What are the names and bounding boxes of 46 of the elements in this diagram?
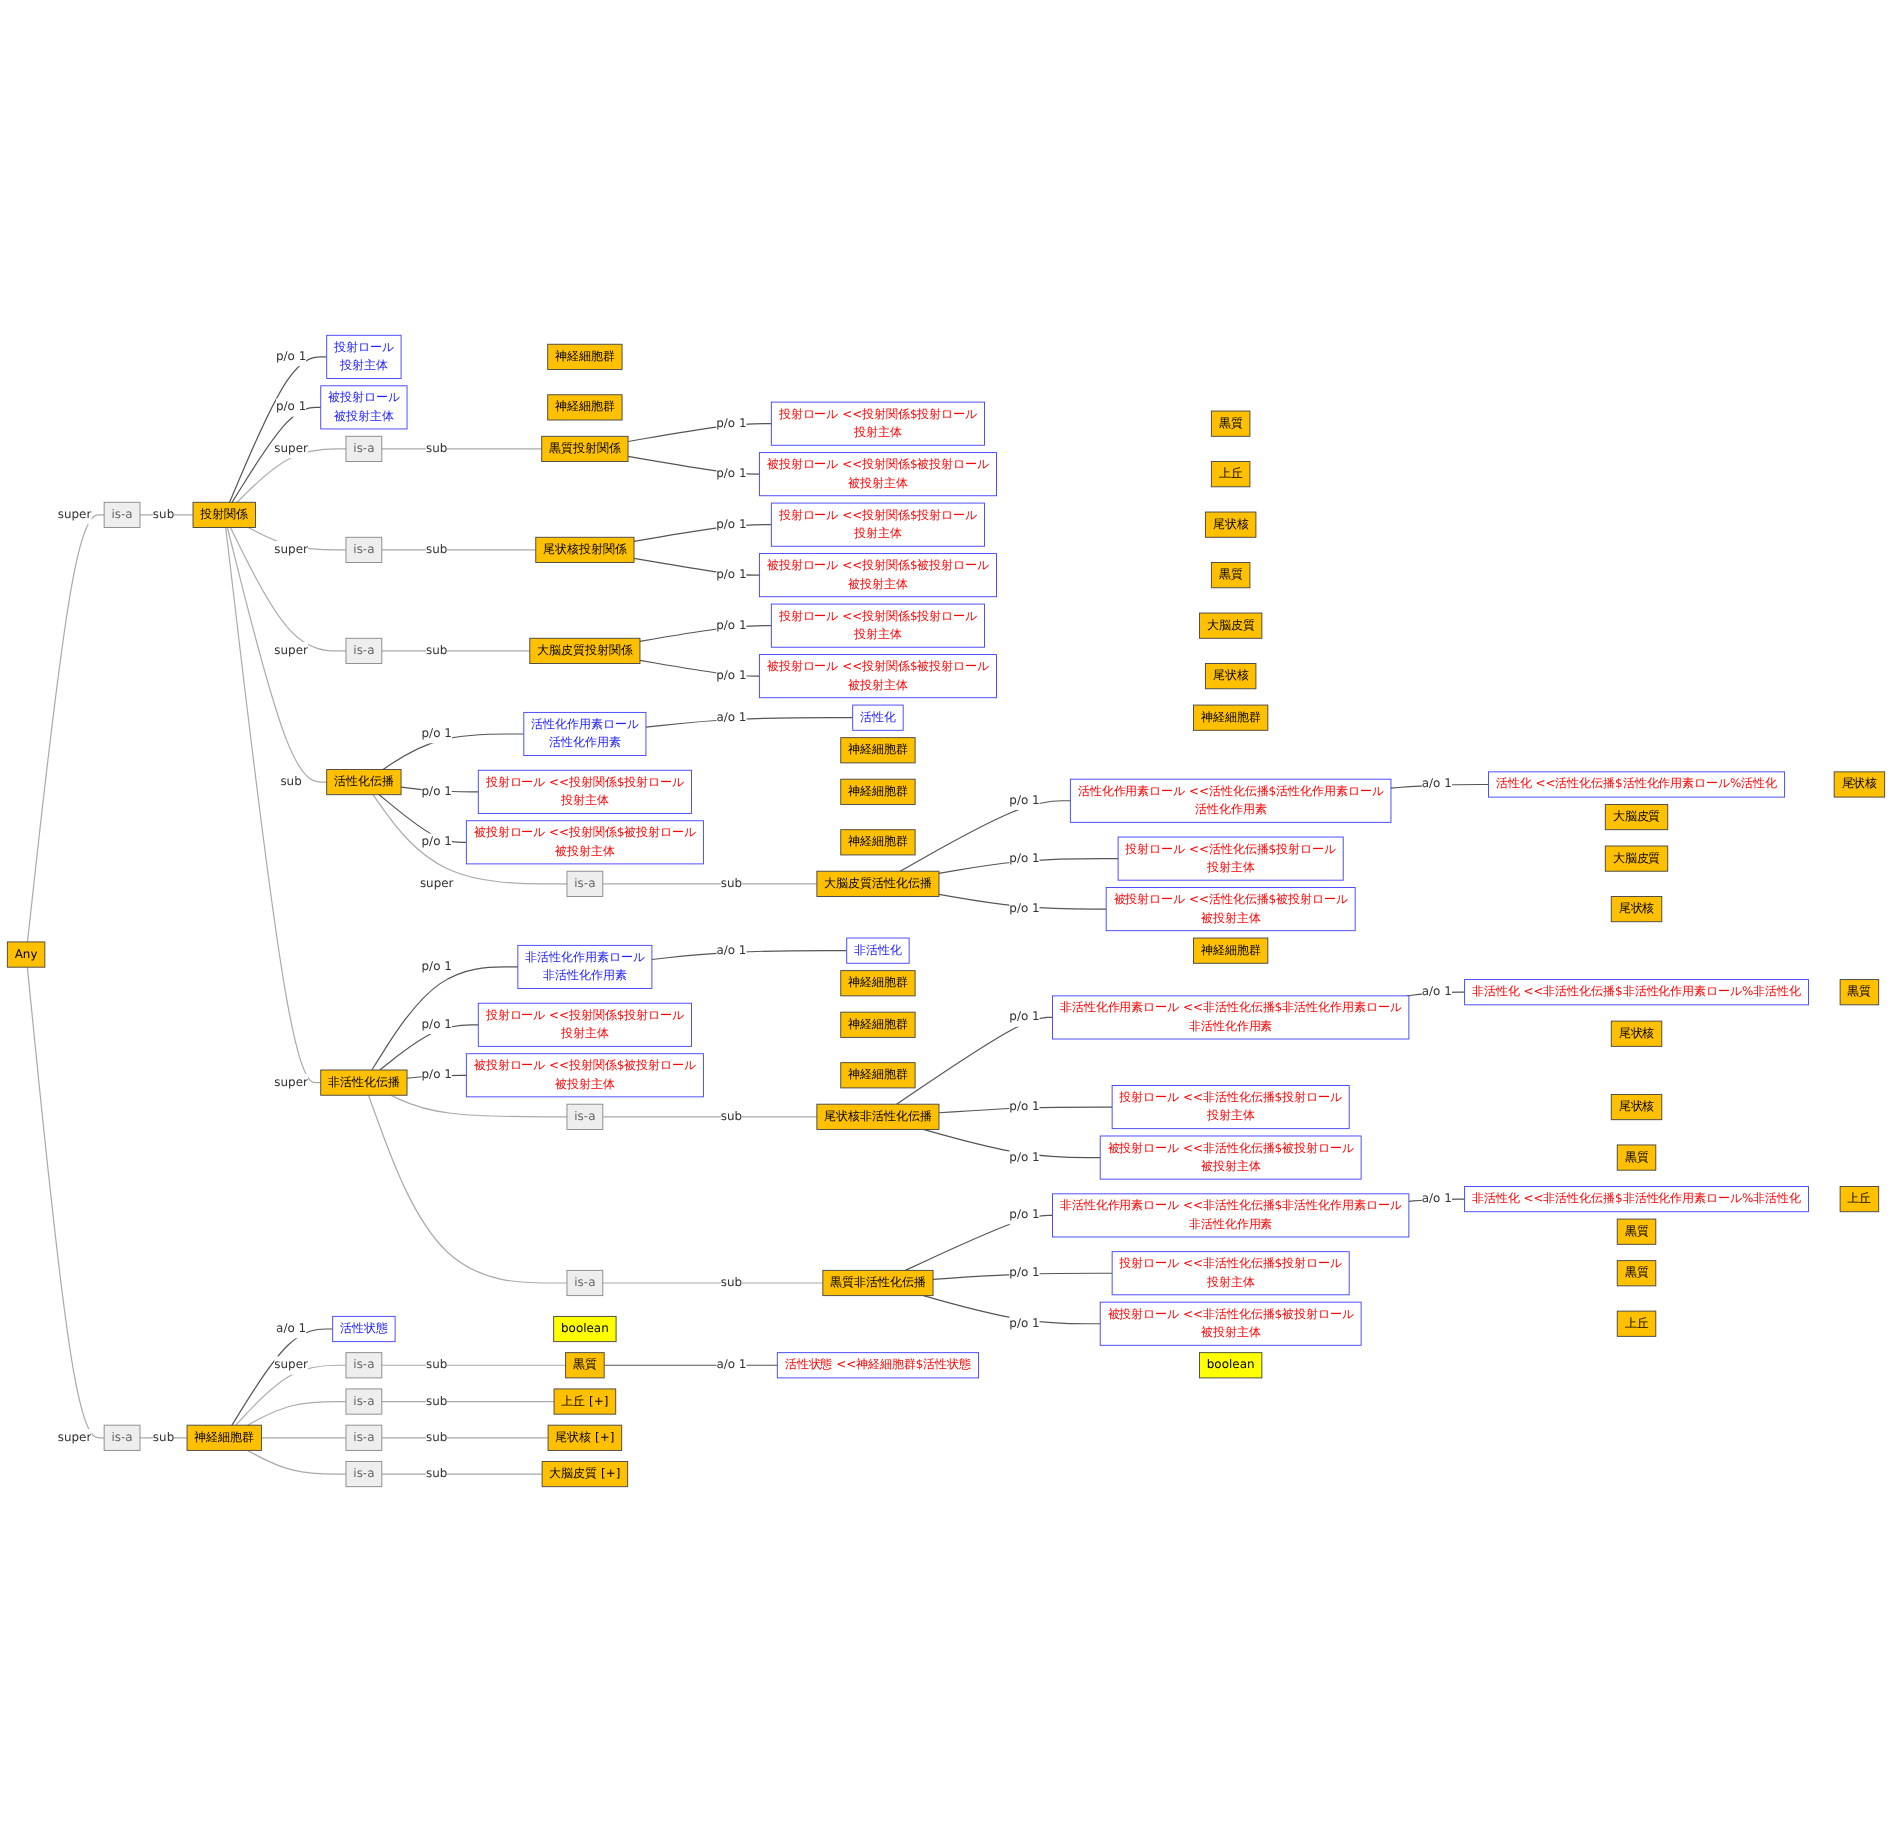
connector [378,794,467,843]
connector [26,514,105,943]
connector [381,1473,543,1475]
connector [231,406,322,503]
connector [895,1016,1054,1105]
connector [381,549,537,551]
connector [381,448,543,450]
connector [226,526,328,783]
connector [651,950,848,961]
connector [372,794,568,885]
connector [938,858,1119,874]
connector [645,717,854,728]
connector [229,356,328,503]
connector [236,448,347,503]
connector [260,1437,347,1439]
connector [382,733,525,771]
connector [932,1272,1113,1280]
connector [231,1328,334,1426]
connector [390,1094,568,1118]
connector [904,1214,1054,1271]
connector [225,526,322,1084]
connector [899,800,1071,872]
connector [381,1400,555,1403]
connector [633,557,760,576]
connector [367,1094,568,1284]
connector [602,1282,824,1284]
connector [922,1128,1101,1159]
connector [381,1364,567,1366]
connector [246,1449,347,1475]
connector [246,1400,347,1426]
connector [602,1116,818,1118]
connector [938,1106,1113,1114]
connector [627,455,760,475]
connector [381,1437,549,1439]
connector [922,1295,1101,1325]
connector [639,659,760,677]
connector [938,893,1107,910]
connector [26,966,105,1439]
connector [603,1364,778,1366]
connector [371,966,519,1071]
connector [379,1024,479,1071]
connector [627,423,772,443]
connector [381,650,531,652]
connector [633,524,772,543]
connector [235,1364,347,1426]
connector [602,883,818,885]
